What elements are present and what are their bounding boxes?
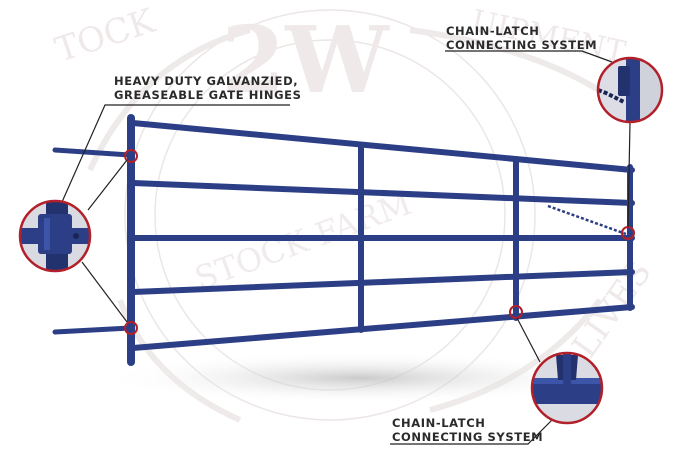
latch-top-callout-line1: CHAIN-LATCH	[446, 24, 540, 38]
leader-hinge	[61, 104, 290, 203]
hinge-rod-bottom	[52, 325, 133, 335]
leader-latch-top-down	[627, 121, 631, 228]
gate-rail-1	[130, 120, 635, 173]
leader-hinge-top	[87, 159, 128, 211]
latch-bottom-callout-label: CHAIN-LATCH CONNECTING SYSTEM	[392, 416, 543, 444]
gate-shadow	[100, 352, 620, 404]
latch-top-detail-callout	[596, 56, 664, 124]
hinge-detail-callout	[18, 199, 92, 273]
leader-latch-bottom	[516, 317, 541, 363]
hinge-marker-bottom	[124, 321, 138, 335]
latch-bottom-callout-line1: CHAIN-LATCH	[392, 416, 486, 430]
latch-bottom-callout-line2: CONNECTING SYSTEM	[392, 430, 544, 444]
watermark-logo: 2W	[221, 6, 390, 114]
gate-rail-2	[130, 180, 635, 206]
latch-bottom-detail-callout	[530, 351, 604, 425]
latch-marker-bottom	[509, 305, 523, 319]
watermark-arc-left: TOCK	[50, 1, 160, 71]
latch-top-callout-label: CHAIN-LATCH CONNECTING SYSTEM	[446, 24, 597, 52]
hinges-callout-line2: GREASEABLE GATE HINGES	[114, 88, 302, 102]
hinges-callout-label: HEAVY DUTY GALVANZIED, GREASEABLE GATE H…	[114, 74, 302, 102]
gate	[52, 114, 635, 366]
latch-chain	[547, 204, 627, 236]
leader-latch-bottom-label	[390, 419, 553, 445]
gate-rail-5	[130, 304, 635, 351]
gate-rail-4	[130, 269, 635, 295]
hinge-rod-top	[52, 147, 133, 158]
hinges-callout-line1: HEAVY DUTY GALVANZIED,	[114, 74, 299, 88]
leader-lines	[61, 50, 631, 445]
latch-top-callout-line2: CONNECTING SYSTEM	[446, 38, 598, 52]
hinge-marker-top	[124, 149, 138, 163]
leader-latch-top	[445, 50, 613, 63]
leader-hinge-bottom	[81, 261, 128, 323]
